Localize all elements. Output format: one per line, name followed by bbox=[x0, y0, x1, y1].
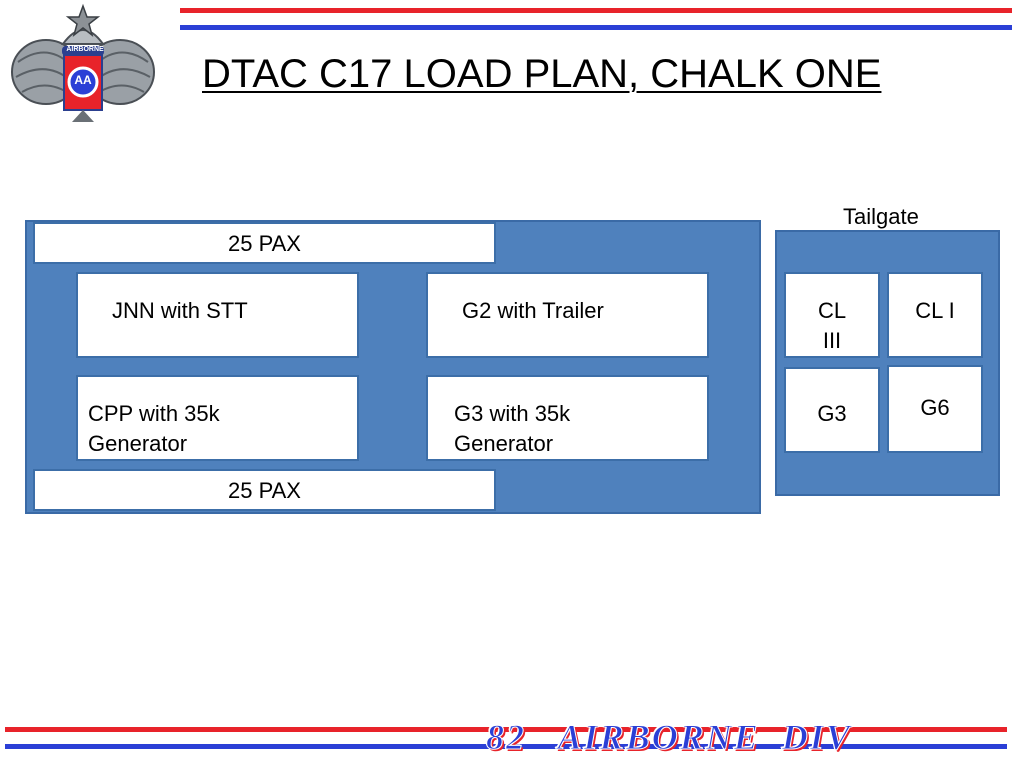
tailgate-item-cl3: CL III bbox=[784, 272, 880, 358]
load-item-cpp: CPP with 35k Generator bbox=[76, 375, 359, 461]
tailgate-label: Tailgate bbox=[843, 204, 919, 229]
load-item-label: G2 with Trailer bbox=[462, 298, 604, 323]
logo-banner-text: AIRBORNE bbox=[66, 46, 104, 53]
jump-wings-icon bbox=[11, 3, 155, 122]
tailgate-item-label: G3 bbox=[817, 401, 847, 426]
page-title: DTAC C17 LOAD PLAN, CHALK ONE bbox=[202, 52, 882, 96]
tailgate-item-label: CL III bbox=[817, 298, 847, 353]
pax-bottom: 25 PAX bbox=[33, 469, 496, 511]
footer-stripe-blue bbox=[5, 744, 1007, 749]
tailgate-item-label: CL I bbox=[915, 298, 955, 323]
load-item-label: CPP with 35k Generator bbox=[88, 401, 220, 456]
tailgate-item-g3: G3 bbox=[784, 367, 880, 453]
load-item-label: G3 with 35k Generator bbox=[454, 401, 571, 456]
load-item-g2: G2 with Trailer bbox=[426, 272, 709, 358]
header-stripe-red bbox=[180, 8, 1012, 13]
pax-top: 25 PAX bbox=[33, 222, 496, 264]
load-item-jnn: JNN with STT bbox=[76, 272, 359, 358]
main-cargo-bay bbox=[25, 220, 761, 514]
load-item-label: JNN with STT bbox=[112, 298, 248, 323]
tailgate-item-g6: G6 bbox=[887, 365, 983, 453]
load-item-g3-gen: G3 with 35k Generator bbox=[426, 375, 709, 461]
header-stripe-blue bbox=[180, 25, 1012, 30]
airborne-logo: AIRBORNE AA bbox=[8, 2, 158, 127]
footer-stripe-red bbox=[5, 727, 1007, 732]
tailgate-item-cl1: CL I bbox=[887, 272, 983, 358]
footer-division-text: 82 AIRBORNE DIV bbox=[486, 717, 852, 758]
tailgate-item-label: G6 bbox=[920, 395, 950, 420]
logo-initials: AA bbox=[74, 73, 92, 87]
tailgate-bay bbox=[775, 230, 1000, 496]
